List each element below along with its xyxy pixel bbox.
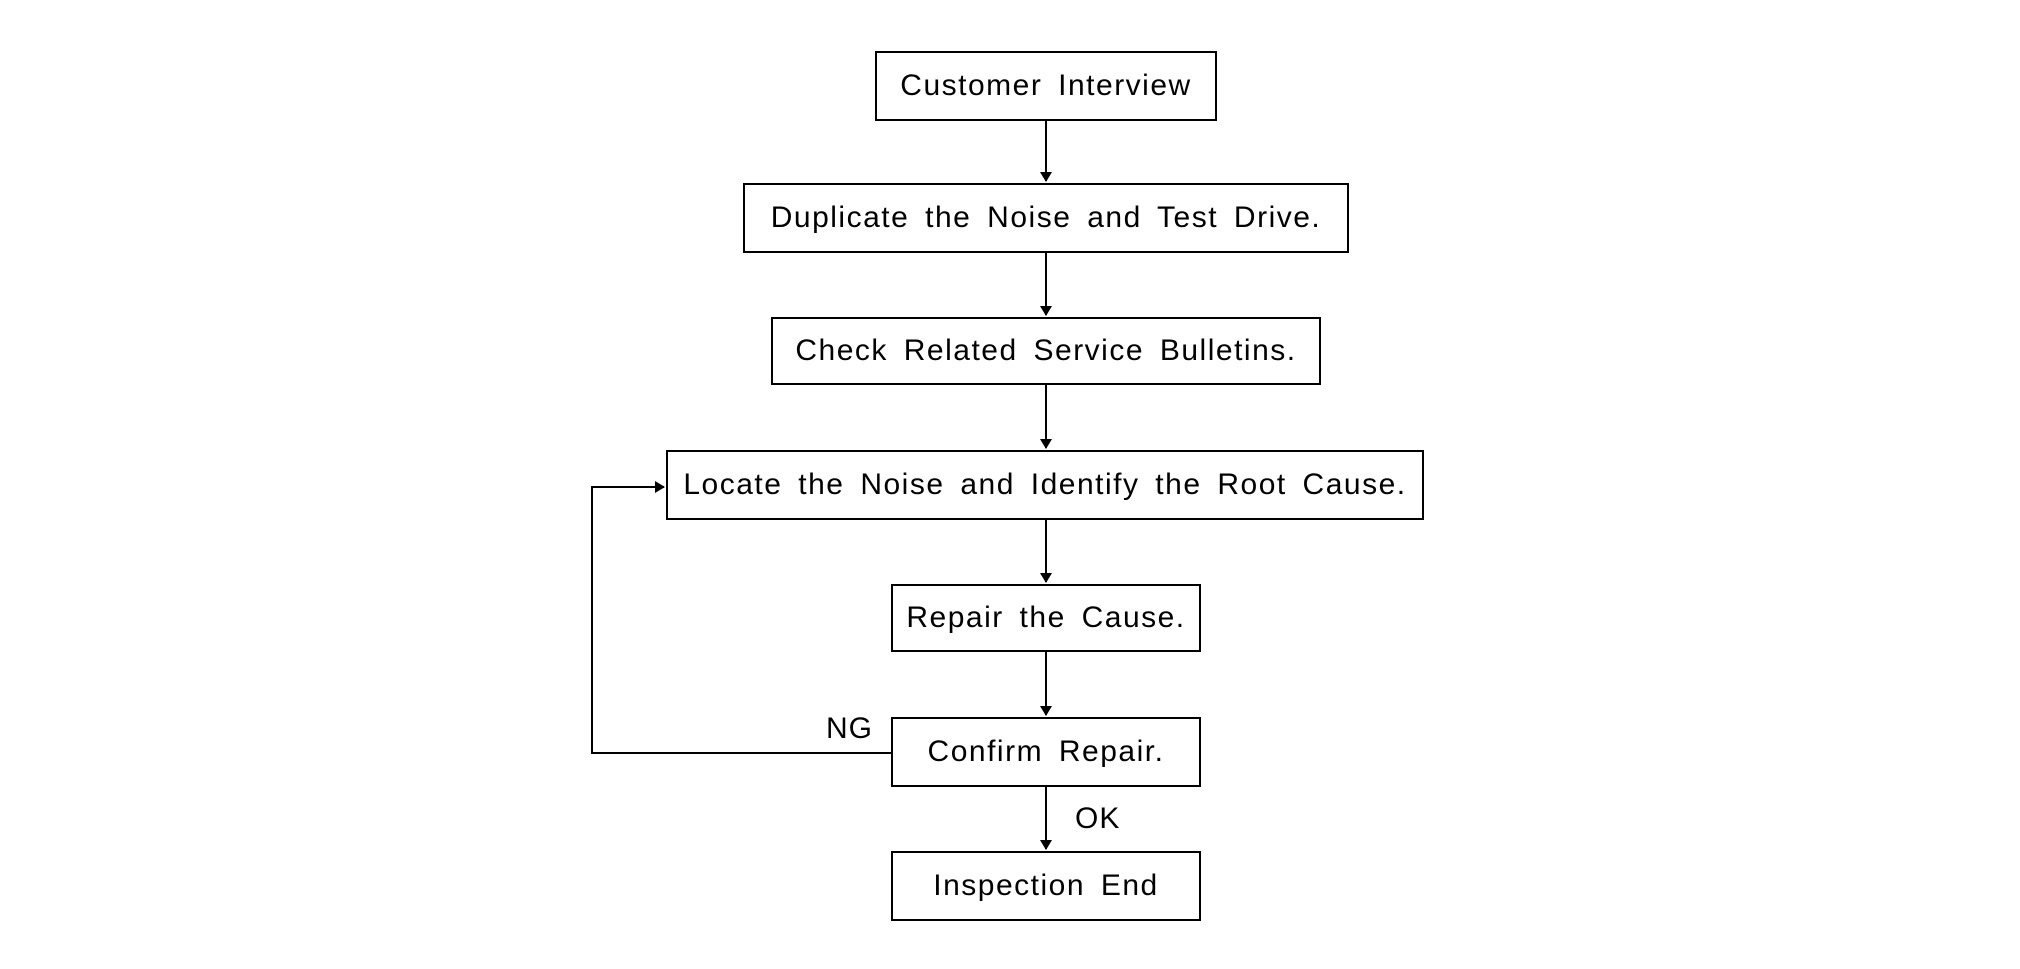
step-label: Confirm Repair. bbox=[927, 735, 1165, 768]
step-label: Locate the Noise and Identify the Root C… bbox=[683, 468, 1407, 501]
step-duplicate-noise: Duplicate the Noise and Test Drive. bbox=[743, 183, 1349, 253]
step-check-bulletins: Check Related Service Bulletins. bbox=[771, 317, 1321, 385]
step-label: Customer Interview bbox=[900, 69, 1192, 102]
step-label: Inspection End bbox=[933, 869, 1159, 902]
step-inspection-end: Inspection End bbox=[891, 851, 1201, 921]
step-customer-interview: Customer Interview bbox=[875, 51, 1217, 121]
step-label: Duplicate the Noise and Test Drive. bbox=[770, 201, 1322, 234]
ok-branch-label: OK bbox=[1075, 802, 1121, 835]
step-label: Repair the Cause. bbox=[906, 601, 1186, 634]
ng-branch-label: NG bbox=[826, 712, 873, 745]
step-repair-cause: Repair the Cause. bbox=[891, 584, 1201, 652]
step-label: Check Related Service Bulletins. bbox=[795, 334, 1297, 367]
step-locate-noise: Locate the Noise and Identify the Root C… bbox=[666, 450, 1424, 520]
step-confirm-repair: Confirm Repair. bbox=[891, 717, 1201, 787]
connector-ng-loop bbox=[591, 481, 891, 754]
